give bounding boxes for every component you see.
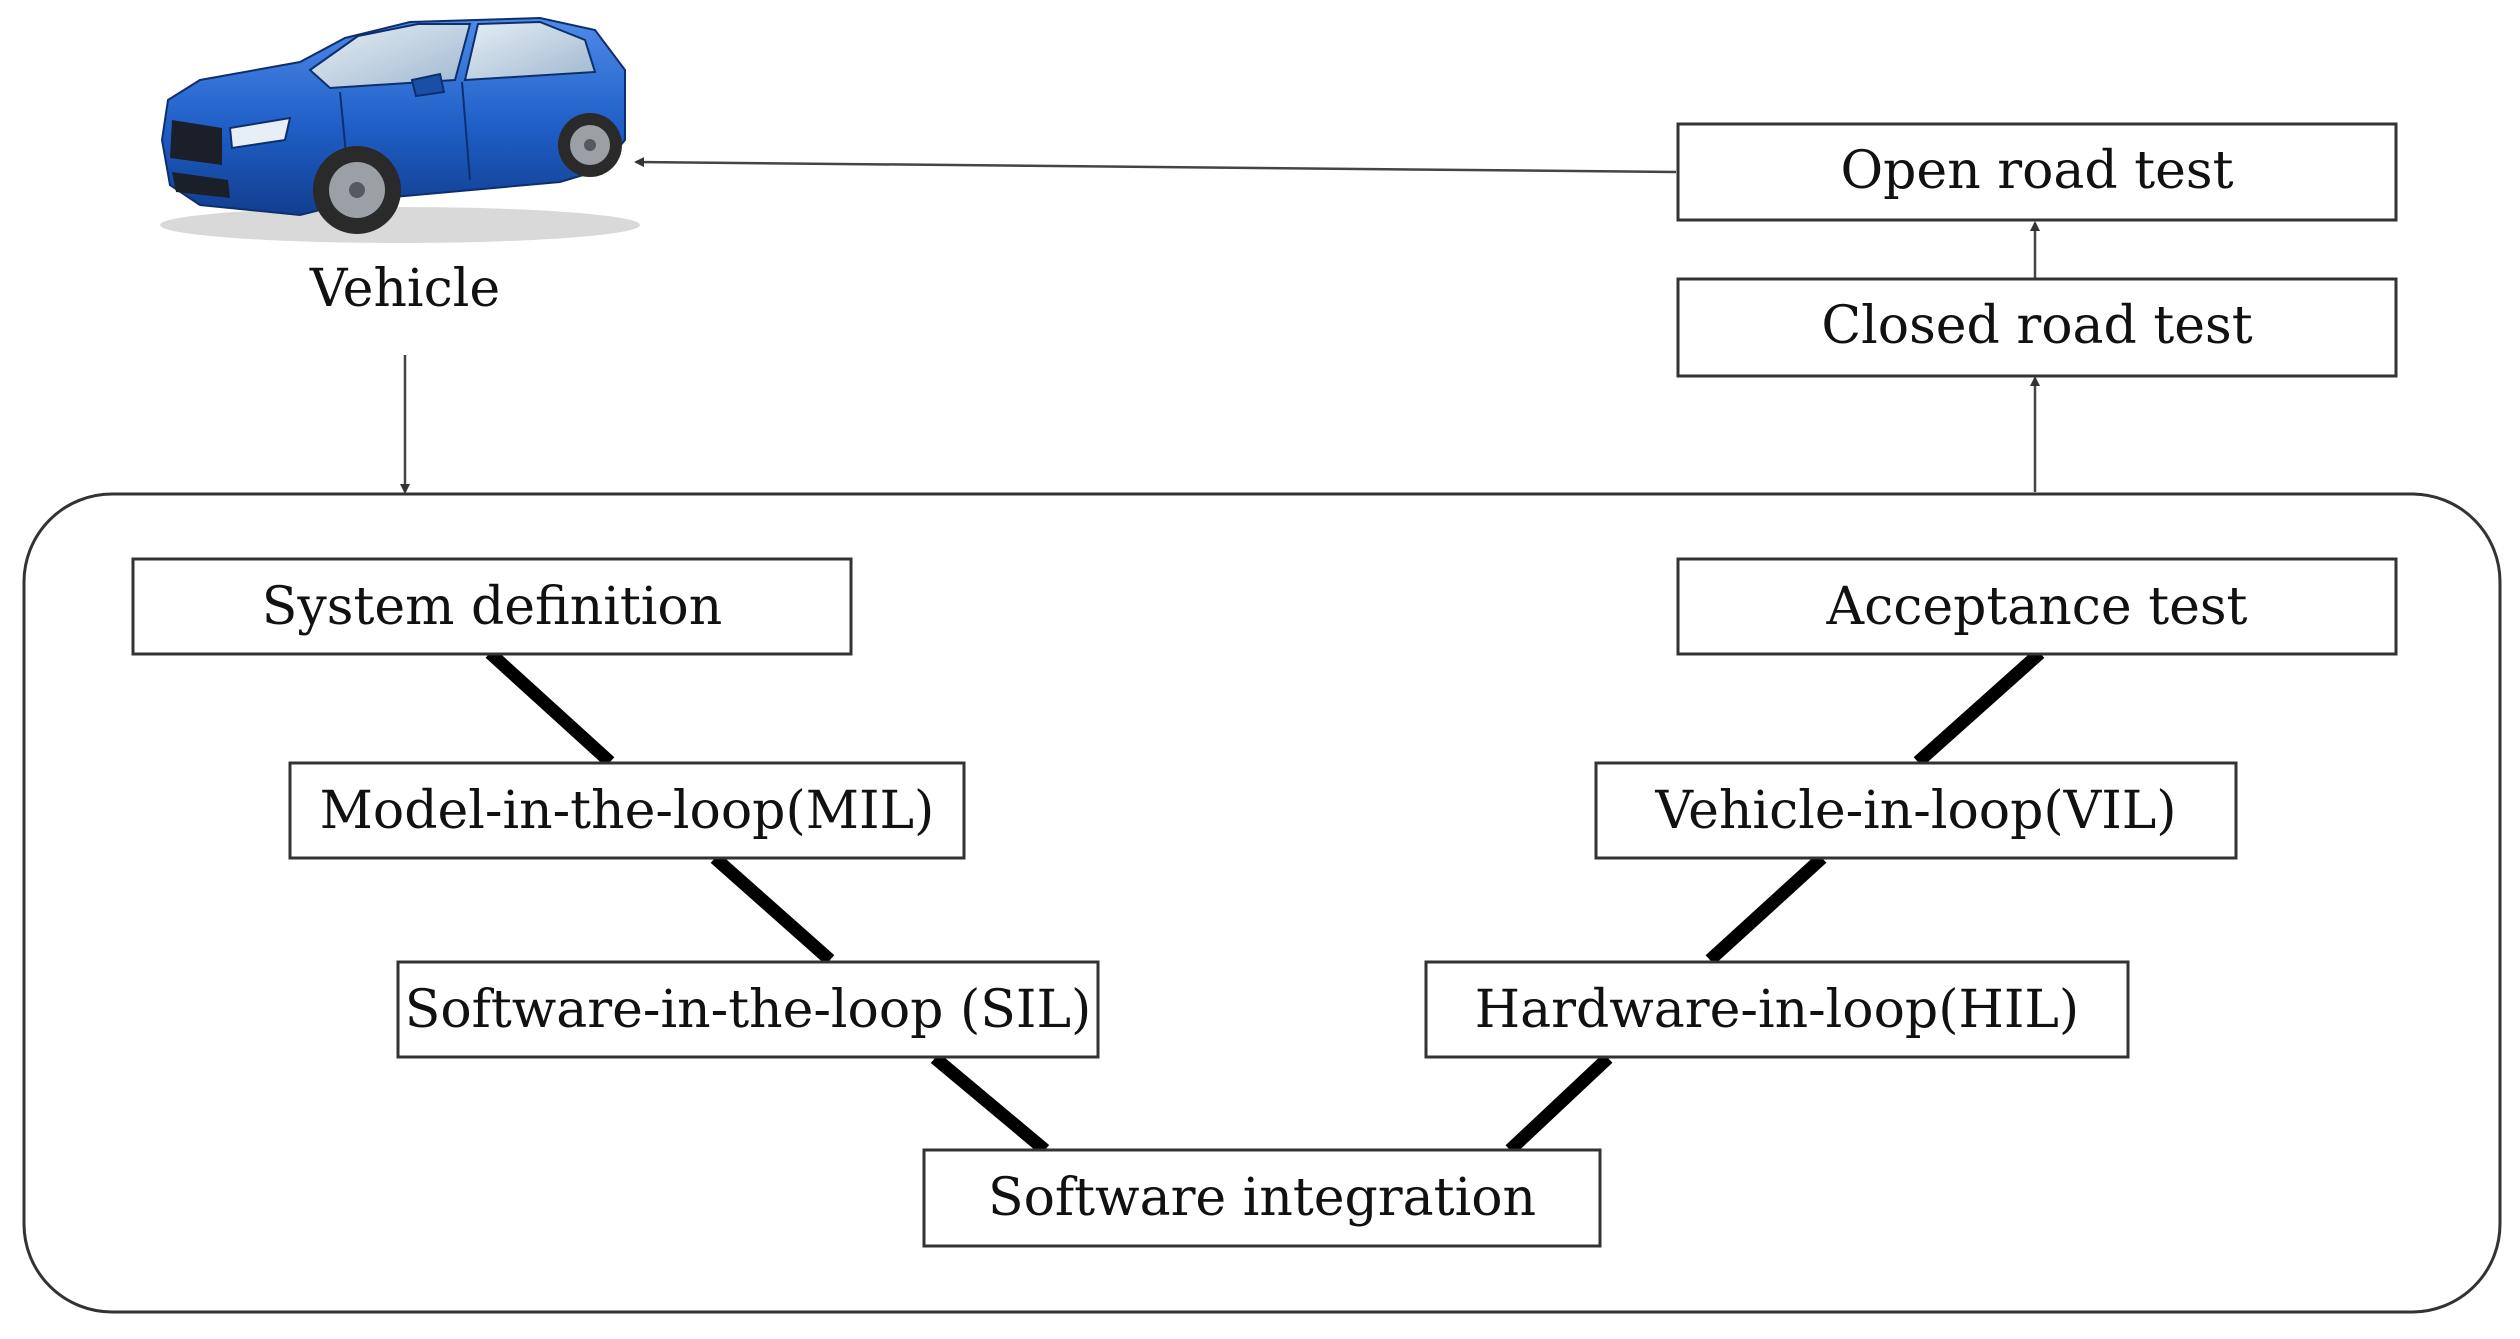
system-definition-label: System definition xyxy=(262,577,722,637)
mil-box: Model-in-the-loop(MIL) xyxy=(288,761,966,860)
sil-label: Software-in-the-loop (SIL) xyxy=(405,980,1092,1040)
vehicle-car-icon xyxy=(160,16,640,243)
v-model-container xyxy=(22,492,2502,1314)
system-definition-box: System definition xyxy=(131,557,853,656)
open-road-test-label: Open road test xyxy=(1841,141,2234,201)
acceptance-test-label: Acceptance test xyxy=(1826,577,2248,637)
vil-label: Vehicle-in-loop(VIL) xyxy=(1654,781,2176,841)
hil-box: Hardware-in-loop(HIL) xyxy=(1424,960,2130,1059)
vehicle-label: Vehicle xyxy=(309,259,500,319)
open-road-test-box: Open road test xyxy=(1676,122,2398,222)
closed-road-test-box: Closed road test xyxy=(1676,277,2398,378)
software-integration-box: Software integration xyxy=(922,1148,1602,1248)
mil-label: Model-in-the-loop(MIL) xyxy=(320,781,935,841)
acceptance-test-box: Acceptance test xyxy=(1676,557,2398,656)
hil-label: Hardware-in-loop(HIL) xyxy=(1475,980,2079,1040)
software-integration-label: Software integration xyxy=(988,1168,1536,1228)
closed-road-test-label: Closed road test xyxy=(1821,296,2252,356)
v-connectors xyxy=(485,648,2045,1155)
sil-box: Software-in-the-loop (SIL) xyxy=(396,960,1100,1059)
arrow-open-road-to-vehicle xyxy=(634,157,1677,174)
vil-box: Vehicle-in-loop(VIL) xyxy=(1594,761,2238,860)
